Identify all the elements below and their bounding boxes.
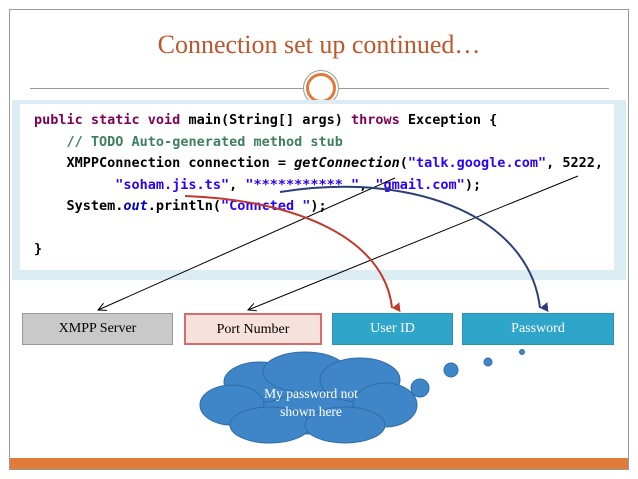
code-token: "Conncted " bbox=[220, 198, 311, 214]
arrow-to-password bbox=[279, 185, 549, 313]
code-token: throws bbox=[351, 112, 408, 128]
password-label: Password bbox=[462, 313, 614, 345]
code-token: "gmail.com" bbox=[375, 176, 465, 193]
code-token: .println( bbox=[147, 198, 221, 214]
code-token: Auto-generated method stub bbox=[123, 133, 343, 150]
code-token: System. bbox=[34, 198, 124, 214]
slide-title: Connection set up continued… bbox=[157, 30, 481, 59]
title-rule-left bbox=[30, 88, 303, 89]
code-token: ( bbox=[399, 155, 408, 171]
arrow-to-port-number bbox=[248, 175, 579, 310]
code-line: XMPPConnection connection = getConnectio… bbox=[34, 155, 603, 171]
code-line: System.out.println("Conncted "); bbox=[34, 198, 327, 214]
code-token: // bbox=[34, 133, 91, 150]
code-line: // TODO Auto-generated method stub bbox=[34, 134, 343, 150]
cloud-text: My password not shown here bbox=[226, 385, 396, 421]
code-line: } bbox=[34, 241, 42, 257]
code-token: "soham.jis.ts" bbox=[115, 176, 230, 193]
code-line: "soham.jis.ts", "*********** ", "gmail.c… bbox=[34, 177, 481, 193]
code-token: out bbox=[123, 198, 148, 214]
user-id-label: User ID bbox=[332, 313, 453, 345]
code-token: ); bbox=[464, 176, 482, 193]
code-token: XMPPConnection connection = bbox=[34, 155, 295, 171]
slide-frame bbox=[9, 9, 629, 470]
bottom-accent-bar bbox=[10, 458, 628, 469]
code-token: , bbox=[229, 176, 246, 193]
arrow-to-user-id bbox=[184, 195, 401, 313]
code-line: public static void main(String[] args) t… bbox=[34, 112, 497, 128]
thought-cloud bbox=[199, 351, 418, 444]
code-token: } bbox=[34, 241, 43, 257]
port-number-label: Port Number bbox=[184, 313, 322, 345]
code-token: public static void bbox=[34, 112, 189, 128]
code-token: TODO bbox=[90, 133, 124, 150]
cloud-text-line1: My password not bbox=[264, 386, 358, 401]
code-token: , 5222, bbox=[546, 155, 603, 171]
code-token: "talk.google.com" bbox=[407, 155, 547, 171]
arrow-to-xmpp-server bbox=[98, 177, 396, 310]
code-token: Exception { bbox=[407, 112, 498, 128]
cloud-text-line2: shown here bbox=[280, 404, 342, 419]
code-token: , bbox=[359, 176, 376, 193]
code-token: getConnection bbox=[294, 155, 400, 171]
thought-bubbles bbox=[410, 349, 525, 398]
code-token: main(String[] args) bbox=[188, 112, 351, 128]
xmpp-server-label: XMPP Server bbox=[22, 313, 173, 345]
title-rule-right bbox=[339, 88, 609, 89]
